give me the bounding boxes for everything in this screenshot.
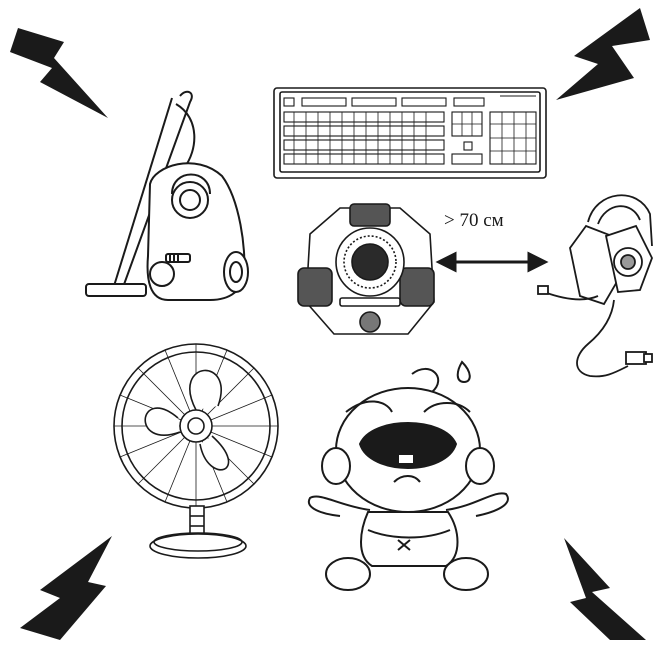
keyboard-icon [274,88,546,178]
distance-label: > 70 см [444,210,534,232]
lightning-bolt-icon [10,28,108,118]
crying-baby-icon [309,362,508,590]
gaming-headset-icon [538,195,652,376]
electric-fan-icon [114,344,278,558]
audio-control-box-icon [298,204,434,334]
lightning-bolt-icon [556,8,650,100]
lightning-bolt-icon [564,538,646,640]
lightning-bolt-icon [20,536,112,640]
vacuum-cleaner-icon [86,92,248,300]
